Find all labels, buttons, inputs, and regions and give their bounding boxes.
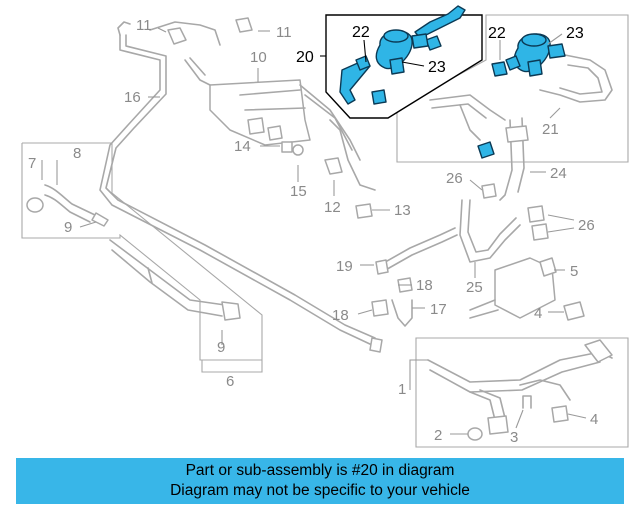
o-ring-2 [467, 427, 483, 441]
callout-11-right: 11 [276, 24, 292, 41]
callout-11-left: 11 [136, 17, 152, 34]
callout-4-lower: 4 [590, 411, 598, 428]
clamp-26-left [481, 183, 497, 199]
callout-14: 14 [234, 138, 251, 155]
banner-line-disclaimer: Diagram may not be specific to your vehi… [170, 482, 470, 499]
callout-12: 12 [324, 199, 341, 216]
coolant-pipe-10 [184, 57, 376, 191]
banner-line-part: Part or sub-assembly is #20 in diagram [185, 462, 455, 479]
callout-6: 6 [226, 373, 234, 390]
parts-diagram: 11 11 10 16 14 15 12 13 7 8 9 9 6 19 18 … [21, 5, 629, 448]
callout-16: 16 [124, 89, 141, 106]
clamp-13 [355, 203, 373, 219]
callout-9-upper: 9 [64, 219, 72, 236]
callout-18-upper: 18 [416, 277, 433, 294]
callout-5: 5 [570, 263, 578, 280]
callout-15: 15 [290, 183, 307, 200]
box-21 [396, 14, 629, 163]
hose-19 [375, 227, 458, 275]
clip-3 [522, 395, 532, 409]
callout-1: 1 [398, 381, 406, 398]
clamp-26-right-a [527, 205, 545, 223]
callout-22-right: 22 [488, 25, 506, 42]
clamp-18-lower [371, 299, 389, 317]
pipe-16 [99, 21, 383, 353]
callout-3: 3 [510, 429, 518, 446]
clamp-4-upper [563, 301, 585, 321]
callout-23-left: 23 [428, 59, 446, 76]
callout-26-left: 26 [446, 170, 463, 187]
leader-lines [41, 27, 587, 435]
clamp-12 [324, 157, 343, 175]
callout-26-right: 26 [578, 217, 595, 234]
callout-21: 21 [542, 121, 559, 138]
callout-22-left: 22 [352, 24, 370, 41]
callout-8: 8 [73, 145, 81, 162]
callout-13: 13 [394, 202, 411, 219]
clip-11-left [149, 17, 253, 46]
info-banner: Part or sub-assembly is #20 in diagram D… [16, 458, 624, 504]
housing-5 [469, 257, 557, 319]
left-hose-assembly [26, 184, 241, 321]
left-assembly-box [21, 142, 263, 373]
water-valve-20 [339, 5, 466, 105]
callout-19: 19 [336, 258, 353, 275]
callout-9-lower: 9 [217, 339, 225, 356]
hose-21 [429, 54, 613, 141]
callout-25: 25 [466, 279, 483, 296]
callout-17: 17 [430, 301, 447, 318]
callout-7: 7 [28, 155, 36, 172]
bracket-24 [499, 117, 529, 201]
box-1 [415, 337, 629, 448]
bolt-14 [281, 141, 293, 153]
callout-numbers: 11 11 10 16 14 15 12 13 7 8 9 9 6 19 18 … [28, 17, 598, 446]
callout-4-upper: 4 [534, 305, 542, 322]
callout-2: 2 [434, 427, 442, 444]
o-ring-15 [292, 144, 304, 156]
hose-17 [391, 299, 413, 327]
water-valve-21-highlight [477, 33, 566, 159]
hose-1 [427, 339, 613, 435]
box-20-highlight [325, 14, 483, 119]
callout-24: 24 [550, 165, 567, 182]
callout-23-right: 23 [566, 25, 584, 42]
callout-18-lower: 18 [332, 307, 349, 324]
clamp-4-lower [551, 405, 569, 423]
callout-10: 10 [250, 49, 267, 66]
hose-25 [459, 199, 521, 263]
clamp-26-right-b [531, 223, 549, 241]
callout-20: 20 [296, 49, 314, 66]
